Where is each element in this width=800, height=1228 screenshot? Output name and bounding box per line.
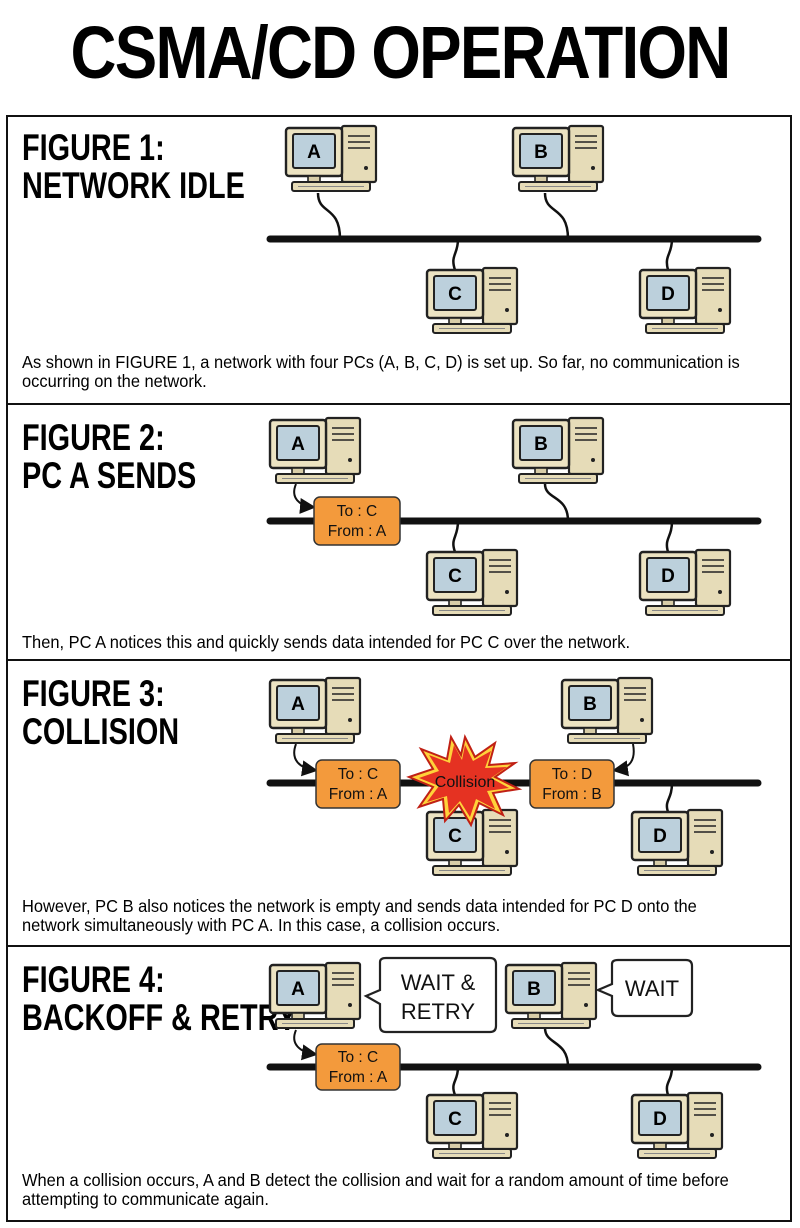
pc-c-label: C (448, 284, 462, 305)
pc-c-icon: C (425, 808, 519, 877)
figure-2-description: Then, PC A notices this and quickly send… (22, 632, 631, 652)
pc-c-label: C (448, 566, 462, 587)
pc-d-icon: D (638, 266, 732, 335)
figure-2-title: FIGURE 2: PC A SENDS (22, 419, 196, 495)
pc-c-icon: C (425, 548, 519, 617)
pc-b-label: B (534, 434, 548, 455)
frame-from: From : A (328, 523, 387, 540)
pc-b-icon: B (504, 961, 598, 1030)
frame-to: To : C (338, 766, 378, 783)
figure-4-title-line1: FIGURE 4: (22, 959, 165, 1000)
pc-b-icon: B (511, 124, 605, 193)
pc-d-icon: D (638, 548, 732, 617)
figure-3-title-line1: FIGURE 3: (22, 673, 165, 714)
pc-b-label: B (527, 979, 541, 1000)
pc-d-label: D (661, 284, 675, 305)
figure-1-title: FIGURE 1: NETWORK IDLE (22, 129, 245, 205)
data-frame-b-to-d: To : D From : B (529, 759, 615, 809)
pc-c-label: C (448, 826, 462, 847)
speech-bubble-a: WAIT & RETRY (363, 956, 498, 1034)
frame-to: To : D (552, 766, 592, 783)
page-title: CSMA/CD OPERATION (70, 11, 731, 94)
figure-4-title-line2: BACKOFF & RETRY (22, 997, 297, 1038)
pc-a-label: A (291, 979, 305, 1000)
pc-b-icon: B (511, 416, 605, 485)
figure-1-title-line2: NETWORK IDLE (22, 165, 245, 206)
pc-a-icon: A (284, 124, 378, 193)
collision-label: Collision (435, 774, 495, 791)
frame-from: From : A (329, 786, 388, 803)
send-arrow (293, 743, 318, 777)
figure-1-title-line1: FIGURE 1: (22, 127, 165, 168)
send-arrow (612, 743, 635, 777)
pc-b-label: B (583, 694, 597, 715)
collision-burst-icon: Collision (406, 734, 523, 828)
figure-2-title-line1: FIGURE 2: (22, 417, 165, 458)
pc-d-label: D (661, 566, 675, 587)
figure-1-description: As shown in FIGURE 1, a network with fou… (22, 352, 740, 391)
pc-a-label: A (291, 434, 305, 455)
bubble-b-text: WAIT (625, 976, 679, 1001)
pc-c-label: C (448, 1109, 462, 1130)
pc-b-label: B (534, 142, 548, 163)
pc-d-icon: D (630, 808, 724, 877)
pc-c-icon: C (425, 1091, 519, 1160)
pc-a-label: A (307, 142, 321, 163)
bubble-a-line2: RETRY (401, 999, 475, 1024)
send-arrow (293, 483, 316, 514)
pc-a-icon: A (268, 961, 362, 1030)
frame-to: To : C (337, 503, 377, 520)
figure-1-panel: FIGURE 1: NETWORK IDLE As shown in FIGUR… (6, 115, 792, 406)
figure-4-title: FIGURE 4: BACKOFF & RETRY (22, 961, 297, 1037)
data-frame-a-to-c: To : C From : A (313, 496, 401, 546)
send-arrow (293, 1029, 318, 1061)
pc-a-icon: A (268, 416, 362, 485)
figure-3-diagram: A B C D To : C From : A To : D From : B … (266, 676, 762, 877)
figure-1-diagram: A B C D (266, 124, 762, 335)
figure-4-description: When a collision occurs, A and B detect … (22, 1170, 729, 1209)
data-frame-a-to-c: To : C From : A (315, 1043, 401, 1091)
figure-2-diagram: A B C D To : C From : A (266, 416, 762, 617)
pc-b-icon: B (560, 676, 654, 745)
pc-d-label: D (653, 1109, 667, 1130)
bubble-a-line1: WAIT & (401, 970, 476, 995)
pc-d-label: D (653, 826, 667, 847)
pc-c-icon: C (425, 266, 519, 335)
figure-3-description: However, PC B also notices the network i… (22, 896, 697, 935)
pc-d-icon: D (630, 1091, 724, 1160)
pc-a-icon: A (268, 676, 362, 745)
frame-from: From : B (542, 786, 601, 803)
figure-2-title-line2: PC A SENDS (22, 455, 197, 496)
data-frame-a-to-c: To : C From : A (315, 759, 401, 809)
figure-3-title-line2: COLLISION (22, 711, 180, 752)
speech-bubble-b: WAIT (595, 958, 694, 1018)
figure-4-diagram: A B C D To : C From : A WAIT & RETRY WAI… (266, 956, 762, 1160)
frame-to: To : C (338, 1049, 378, 1066)
figure-3-title: FIGURE 3: COLLISION (22, 675, 179, 751)
pc-a-label: A (291, 694, 305, 715)
frame-from: From : A (329, 1069, 388, 1086)
